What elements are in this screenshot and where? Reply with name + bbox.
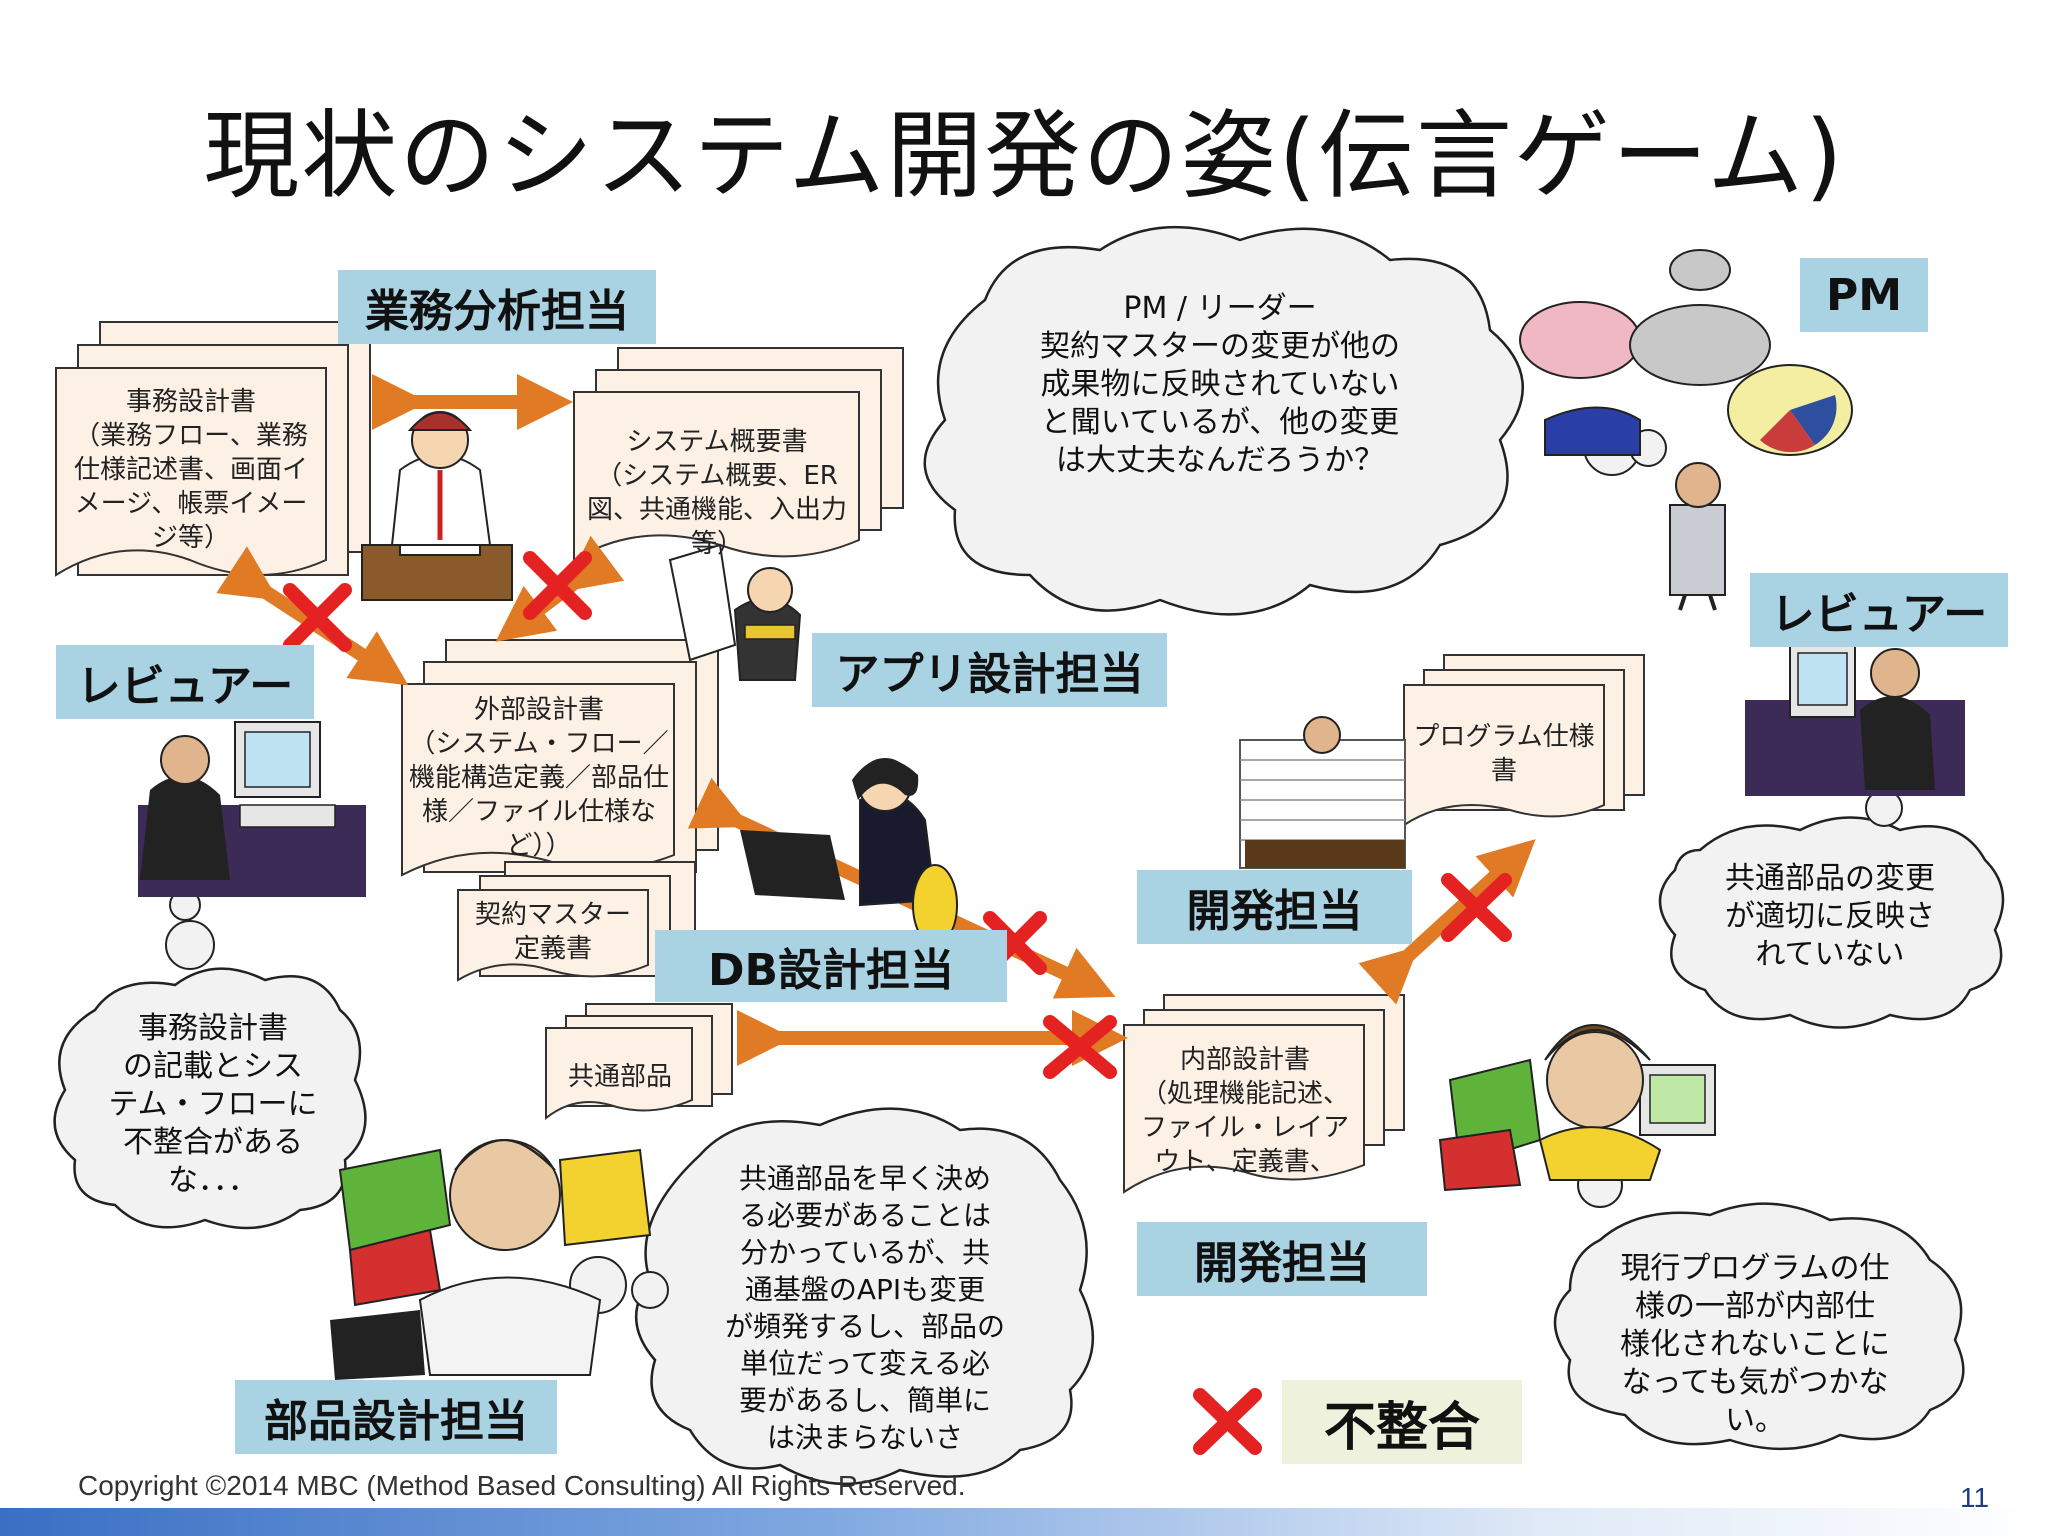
developer-top-figure (1239, 716, 1406, 869)
doc-contract-master: 契約マスター 定義書 (474, 900, 631, 964)
role-developer-top: 開発担当 (1137, 870, 1412, 944)
doc-common-parts: 共通部品 (567, 1062, 672, 1092)
mismatch-x-5 (1441, 873, 1512, 942)
cloud-developer (1553, 1202, 1965, 1451)
doc-external-design-shape (401, 639, 719, 877)
doc-business-design: 事務設計書 （業務フロー、業務仕様記述書、画面イメージ、帳票イメージ等） (73, 387, 308, 553)
role-business-analyst: 業務分析担当 (338, 270, 656, 344)
role-pm: PM (1800, 258, 1928, 332)
cloud-text-parts-designer: 共通部品を早く決め る必要があることは 分かっているが、共 通基盤のAPIも変更… (724, 1162, 1005, 1454)
cloud-text-reviewer-right: 共通部品の変更 が適切に反映さ れていない (1725, 861, 1935, 972)
cloud-text-pm-leader: PM / リーダー 契約マスターの変更が他の成果物に反映されていないと聞いている… (1040, 291, 1400, 478)
doc-internal-design-shape (1123, 994, 1405, 1194)
role-developer-bottom: 開発担当 (1137, 1222, 1427, 1296)
doc-system-overview-shape (573, 347, 904, 562)
reviewer-left-figure (138, 721, 366, 897)
legend-mismatch-label: 不整合 (1282, 1380, 1522, 1464)
cloud-text-developer: 現行プログラムの仕 様の一部が内部仕 様化されないことに なっても気がつかな い… (1620, 1251, 1890, 1438)
cloud-text-reviewer-left: 事務設計書 の記載とシス テム・フローに 不整合がある な．．． (108, 1011, 318, 1198)
doc-internal-design: 内部設計書 （処理機能記述、ファイル・レイアウト、定義書、 (1140, 1045, 1349, 1177)
arrow-internal-program (1358, 839, 1536, 1005)
cloud-reviewer-left (53, 967, 367, 1230)
pm-figure (1519, 249, 1853, 611)
legend-x-icon (1193, 1388, 1262, 1455)
parts-designer-figure (330, 1138, 652, 1380)
cloud-parts-designer (635, 1107, 1095, 1485)
mismatch-marks (283, 551, 1512, 1455)
role-db-designer: DB設計担当 (655, 930, 1007, 1002)
app-designer-figure (668, 543, 802, 681)
cloud-pm-leader (923, 225, 1524, 616)
doc-common-parts-shape (545, 1003, 733, 1121)
page-title: 現状のシステム開発の姿(伝言ゲーム) (203, 100, 1845, 212)
doc-business-design-shape (55, 321, 371, 577)
mismatch-x-1 (283, 583, 352, 652)
role-reviewer-left: レビュアー (56, 645, 314, 719)
copyright-notice: Copyright ©2014 MBC (Method Based Consul… (78, 1470, 966, 1501)
doc-program-spec: プログラム仕様 書 (1413, 722, 1595, 786)
db-designer-figure (740, 758, 958, 946)
bottom-gradient-bar (0, 1508, 2048, 1536)
doc-contract-master-shape (457, 861, 696, 982)
role-reviewer-right: レビュアー (1750, 573, 2008, 647)
mismatch-x-4 (1043, 1015, 1117, 1079)
doc-external-design: 外部設計書 （システム・フロー／機能構造定義／部品仕様／ファイル仕様など）） (408, 695, 669, 861)
doc-program-spec-shape (1403, 654, 1645, 827)
doc-system-overview: システム概要書 （システム概要、ER図、共通機能、入出力等） (586, 427, 847, 559)
page-number: 11 (1960, 1482, 1990, 1513)
role-parts-designer: 部品設計担当 (235, 1380, 557, 1454)
reviewer-right-figure (1745, 644, 1965, 796)
mismatch-x-2 (523, 551, 592, 620)
role-app-designer: アプリ設計担当 (812, 633, 1167, 707)
developer-bottom-figure (1438, 1024, 1716, 1192)
business-analyst-figure (361, 411, 513, 601)
